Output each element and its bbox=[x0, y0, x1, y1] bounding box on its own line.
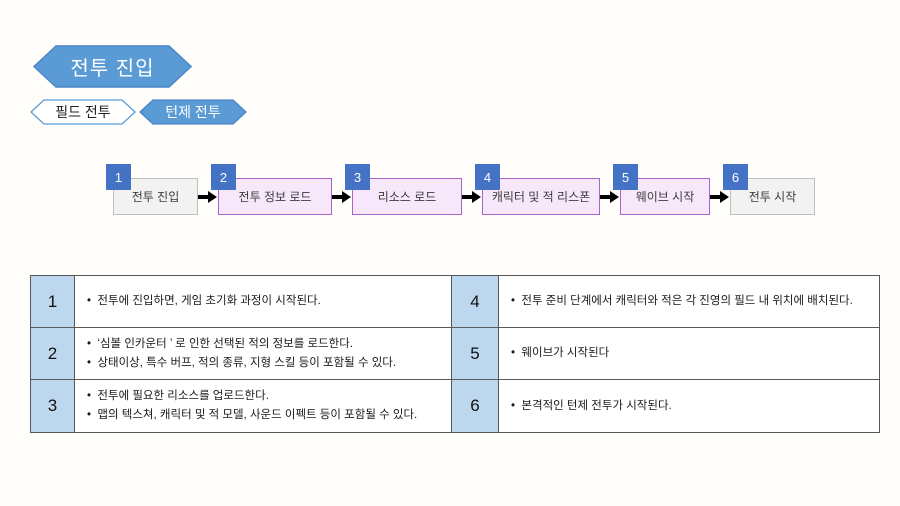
flow-step-label: 전투 진입 bbox=[131, 190, 180, 204]
flow-step-load-resources: 3 리소스 로드 bbox=[345, 164, 462, 215]
flow-step-label: 전투 정보 로드 bbox=[238, 190, 312, 204]
table-row-description: 전투에 진입하면, 게임 초기화 과정이 시작된다. bbox=[75, 276, 452, 328]
table-row-number: 3 bbox=[31, 380, 75, 432]
table-row-description: 전투에 필요한 리소스를 업로드한다. 맵의 텍스쳐, 캐릭터 및 적 모델, … bbox=[75, 380, 452, 432]
table-row-number: 4 bbox=[452, 276, 499, 328]
table-row-description: 본격적인 턴제 전투가 시작된다. bbox=[499, 380, 879, 432]
arrow-right-icon bbox=[600, 178, 620, 215]
bullet-item: 본격적인 턴제 전투가 시작된다. bbox=[511, 398, 873, 415]
step-number-badge: 2 bbox=[211, 164, 236, 190]
step-number-badge: 3 bbox=[345, 164, 370, 190]
flow-step-label: 캐릭터 및 적 리스폰 bbox=[491, 190, 591, 204]
bullet-item: 상태이상, 특수 버프, 적의 종류, 지형 스킬 등이 포함될 수 있다. bbox=[87, 355, 445, 372]
flow-step-respawn: 4 캐릭터 및 적 리스폰 bbox=[475, 164, 600, 215]
flow-diagram: 1 전투 진입 2 전투 정보 로드 3 리소스 로드 4 캐릭터 및 적 리스… bbox=[106, 164, 815, 215]
bullet-item: 전투에 필요한 리소스를 업로드한다. bbox=[87, 388, 445, 405]
table-row-description: ‘심볼 인카운터 ’ 로 인한 선택된 적의 정보를 로드한다. 상태이상, 특… bbox=[75, 328, 452, 380]
flow-step-wave-start: 5 웨이브 시작 bbox=[613, 164, 710, 215]
arrow-right-icon bbox=[710, 178, 730, 215]
bullet-item: 맵의 텍스쳐, 캐릭터 및 적 모델, 사운드 이펙트 등이 포함될 수 있다. bbox=[87, 407, 445, 424]
tab-label: 턴제 전투 bbox=[165, 104, 221, 120]
flow-step-label: 리소스 로드 bbox=[377, 190, 437, 204]
step-number-badge: 5 bbox=[613, 164, 638, 190]
table-row-number: 5 bbox=[452, 328, 499, 380]
title-banner: 전투 진입 bbox=[33, 45, 192, 88]
tab-field-battle[interactable]: 필드 전투 bbox=[30, 99, 136, 125]
step-number-badge: 1 bbox=[106, 164, 131, 190]
table-row-number: 6 bbox=[452, 380, 499, 432]
arrow-right-icon bbox=[462, 178, 482, 215]
bullet-item: ‘심볼 인카운터 ’ 로 인한 선택된 적의 정보를 로드한다. bbox=[87, 336, 445, 353]
description-table: 1 전투에 진입하면, 게임 초기화 과정이 시작된다. 4 전투 준비 단계에… bbox=[30, 275, 880, 433]
hexagon-shape bbox=[30, 99, 136, 125]
arrow-right-icon bbox=[332, 178, 352, 215]
hexagon-shape bbox=[139, 99, 247, 125]
table-row-description: 전투 준비 단계에서 캐릭터와 적은 각 진영의 필드 내 위치에 배치된다. bbox=[499, 276, 879, 328]
bullet-item: 전투에 진입하면, 게임 초기화 과정이 시작된다. bbox=[87, 293, 445, 310]
hexagon-shape bbox=[33, 45, 192, 88]
step-number-badge: 6 bbox=[723, 164, 748, 190]
step-number-badge: 4 bbox=[475, 164, 500, 190]
flow-step-label: 전투 시작 bbox=[748, 190, 797, 204]
table-row-number: 1 bbox=[31, 276, 75, 328]
flow-step-load-battle-info: 2 전투 정보 로드 bbox=[211, 164, 332, 215]
table-row-description: 웨이브가 시작된다 bbox=[499, 328, 879, 380]
arrow-right-icon bbox=[198, 178, 218, 215]
flow-step-battle-entry: 1 전투 진입 bbox=[106, 164, 198, 215]
table-row-number: 2 bbox=[31, 328, 75, 380]
tab-turn-battle[interactable]: 턴제 전투 bbox=[139, 99, 247, 125]
bullet-item: 웨이브가 시작된다 bbox=[511, 345, 873, 362]
flow-step-label: 웨이브 시작 bbox=[635, 190, 695, 204]
bullet-item: 전투 준비 단계에서 캐릭터와 적은 각 진영의 필드 내 위치에 배치된다. bbox=[511, 293, 873, 310]
page-title: 전투 진입 bbox=[70, 58, 155, 80]
flow-step-battle-start: 6 전투 시작 bbox=[723, 164, 815, 215]
tab-label: 필드 전투 bbox=[55, 104, 111, 120]
